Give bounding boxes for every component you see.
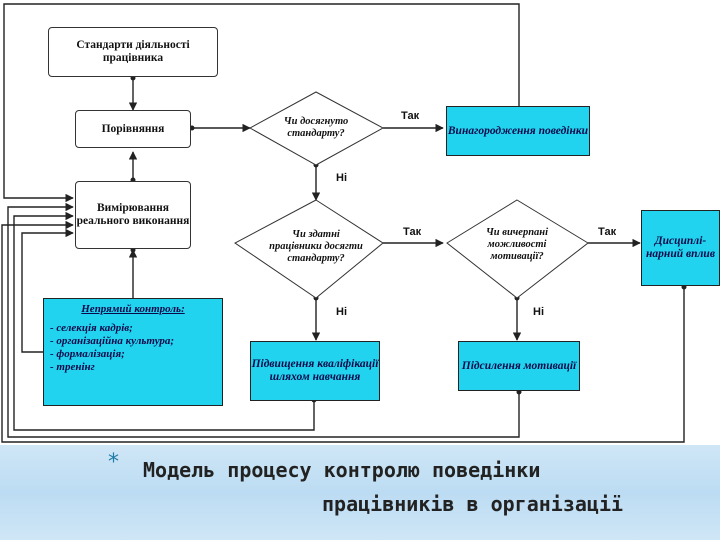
indirect-control-item: - тренінг xyxy=(50,361,95,373)
edge-label-yes-disciplinary: Так xyxy=(598,226,617,238)
indirect-control-item: - селекція кадрів; xyxy=(50,322,133,334)
slide-title-line-1: Модель процесу контролю поведінки xyxy=(143,458,541,482)
edge-label-yes-reward: Так xyxy=(401,110,420,122)
node-skill-upgrade: Підвищення кваліфікації шляхом навчання xyxy=(250,341,380,401)
edge-label-yes-motivation: Так xyxy=(403,226,422,238)
decision-diamond-ability xyxy=(234,199,384,299)
indirect-control-item: - формалізація; xyxy=(50,348,125,360)
indirect-control-title: Непрямий контроль: xyxy=(81,303,185,315)
decision-diamond-motivation xyxy=(446,199,589,299)
edge-label-no-ability: Ні xyxy=(336,172,347,184)
edge-label-no-skill: Ні xyxy=(336,306,347,318)
bullet-star: * xyxy=(108,450,119,475)
indirect-control-box: Непрямий контроль: - селекція кадрів; - … xyxy=(43,298,223,406)
decision-text-motivation: Чи вичерпані можливості мотивації? xyxy=(485,227,549,262)
node-measurement: Вимірювання реального виконання xyxy=(75,181,191,249)
caption-band xyxy=(0,445,720,540)
indirect-control-item: - організаційна культура; xyxy=(50,335,175,347)
node-disciplinary-action: Дисциплі-нарний вплив xyxy=(641,210,720,286)
decision-text-ability: Чи здатні працівники досягти стандарту? xyxy=(269,229,363,264)
decision-diamond-standard xyxy=(248,91,385,166)
slide-title-line-2: працівників в організації xyxy=(322,492,624,516)
decision-text-standard: Чи досягнуто стандарту? xyxy=(283,116,349,139)
edge-label-no-motivation-boost: Ні xyxy=(533,306,544,318)
node-standards: Стандарти діяльності працівника xyxy=(48,27,218,77)
node-motivation-boost: Підсилення мотивації xyxy=(458,341,580,391)
node-reward-behavior: Винагородження поведінки xyxy=(446,106,590,156)
flowchart-connectors xyxy=(1,3,687,443)
node-comparison: Порівняння xyxy=(75,110,191,148)
